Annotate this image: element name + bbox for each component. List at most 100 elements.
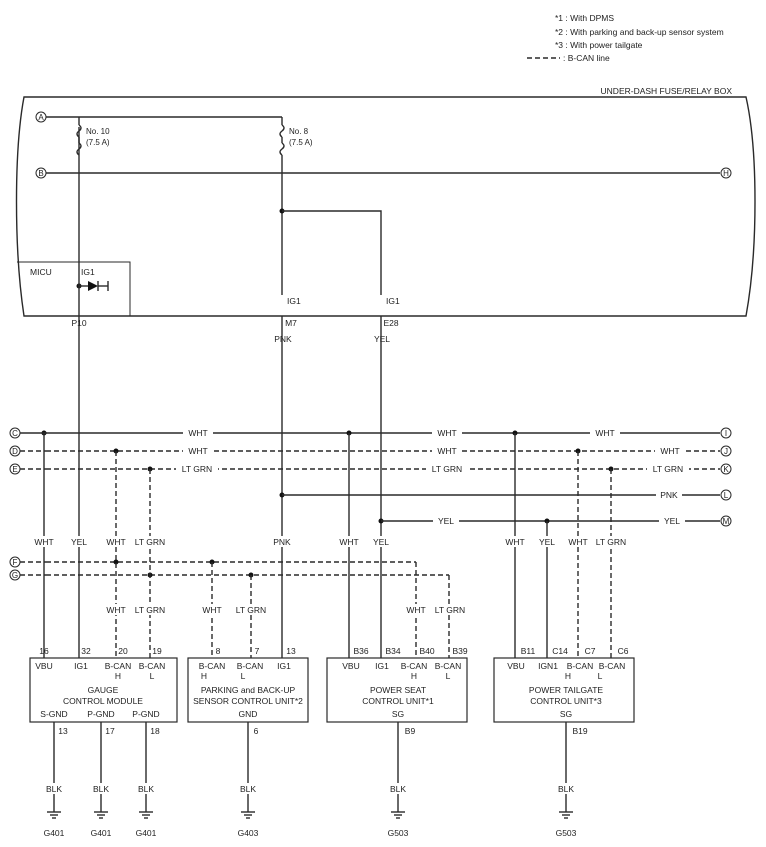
bus-d-label-3: WHT (660, 446, 679, 456)
wlabel-gauge-canh: WHT (106, 537, 125, 547)
svg-text:M: M (723, 517, 730, 526)
power-tailgate-unit: B11 C14 C7 C6 VBU IGN1 B-CAN B-CAN H L P… (493, 646, 635, 723)
connector-l: L (720, 489, 732, 501)
wlabel-parking-canl: LT GRN (236, 605, 266, 615)
power-seat-unit: B36 B34 B40 B39 VBU IG1 B-CAN B-CAN H L … (326, 646, 468, 723)
yel-m-label-1: YEL (438, 516, 454, 526)
pin-e28: E28 (383, 318, 398, 328)
ground-g503-2: G503 (556, 828, 577, 838)
svg-text:I: I (725, 429, 727, 438)
tailgate-gnd-pin-b19: B19 (572, 726, 587, 736)
seat-l: L (446, 671, 451, 681)
note-bcan: : B-CAN line (563, 53, 610, 63)
gauge-pgnd-1: P-GND (87, 709, 114, 719)
seat-gnd-pin-b9: B9 (405, 726, 416, 736)
parking-pin-13: 13 (286, 646, 296, 656)
bus-c-label-1: WHT (188, 428, 207, 438)
gauge-box (29, 657, 178, 723)
wlabel-tailgate-ign1: YEL (539, 537, 555, 547)
wire-yel-e28: YEL (374, 334, 390, 344)
gauge-gnd-pin-18: 18 (150, 726, 160, 736)
connector-k: K (720, 463, 732, 475)
yel-m-label-2: YEL (664, 516, 680, 526)
seat-bcan-h: B-CAN (401, 661, 427, 671)
gauge-gnd1-blk: BLK (46, 784, 62, 794)
gauge-gnd-pin-17: 17 (105, 726, 115, 736)
gauge-gnd2-blk: BLK (93, 784, 109, 794)
fuse-relay-box: UNDER-DASH FUSE/RELAY BOX No. 10 (7.5 A)… (15, 86, 756, 317)
fuse-box-outline (15, 96, 756, 317)
bus-c-label-2: WHT (437, 428, 456, 438)
wlabel-gauge-canh-2: WHT (106, 605, 125, 615)
gauge-control-module: 16 32 20 19 VBU IG1 B-CAN B-CAN H L GAUG… (29, 646, 178, 723)
tailgate-h: H (565, 671, 571, 681)
gauge-bcan-h: B-CAN (105, 661, 131, 671)
parking-sensor-unit: 8 7 13 B-CAN B-CAN IG1 H L PARKING and B… (187, 646, 309, 723)
seat-bcan-l: B-CAN (435, 661, 461, 671)
parking-name-1: PARKING and BACK-UP (201, 685, 296, 695)
ground-g503-1: G503 (388, 828, 409, 838)
svg-text:K: K (723, 465, 729, 474)
wlabel-gauge-canl-2: LT GRN (135, 605, 165, 615)
parking-gnd-pin-6: 6 (254, 726, 259, 736)
parking-pin-7: 7 (255, 646, 260, 656)
connector-f: F (9, 556, 21, 568)
note-dpms: *1 : With DPMS (555, 13, 614, 23)
note-tailgate: *3 : With power tailgate (555, 40, 643, 50)
ig1-m7-label: IG1 (287, 296, 301, 306)
fuse10-rating: (7.5 A) (86, 138, 110, 147)
seat-name-1: POWER SEAT (370, 685, 426, 695)
svg-text:C: C (12, 429, 18, 438)
wlabel-seat-canh: WHT (406, 605, 425, 615)
diode-icon (88, 281, 98, 291)
svg-text:J: J (724, 447, 728, 456)
parking-bcan-h: B-CAN (199, 661, 225, 671)
connector-d: D (9, 445, 21, 457)
tailgate-name-2: CONTROL UNIT*3 (530, 696, 602, 706)
gauge-name-1: GAUGE (88, 685, 119, 695)
seat-pin-b34: B34 (385, 646, 400, 656)
seat-pin-b36: B36 (353, 646, 368, 656)
tailgate-bcan-h: B-CAN (567, 661, 593, 671)
vertical-wire-labels-lower: WHT LT GRN WHT LT GRN WHT LT GRN (103, 604, 469, 615)
tailgate-box (493, 657, 635, 723)
fuse8-name: No. 8 (289, 127, 309, 136)
gauge-pin-16: 16 (39, 646, 49, 656)
svg-text:H: H (723, 169, 729, 178)
gauge-bcan-l: B-CAN (139, 661, 165, 671)
wlabel-tailgate-canl: LT GRN (596, 537, 626, 547)
connector-c: C (9, 427, 21, 439)
ground-wires: 13 BLK 17 BLK 18 BLK 6 BLK B9 BLK B19 BL… (44, 722, 588, 812)
ground-symbols (47, 811, 573, 819)
ground-g401-1: G401 (44, 828, 65, 838)
vertical-wire-labels-upper: WHT YEL WHT LT GRN PNK WHT YEL WHT YEL W… (31, 536, 630, 547)
parking-bcan-l: B-CAN (237, 661, 263, 671)
ground-icon (241, 811, 255, 819)
seat-gnd-blk: BLK (390, 784, 406, 794)
seat-ig1: IG1 (375, 661, 389, 671)
connector-m: M (720, 515, 732, 527)
tailgate-gnd-blk: BLK (558, 784, 574, 794)
seat-vbu: VBU (342, 661, 359, 671)
connector-j: J (720, 445, 732, 457)
wlabel-seat-ig1: YEL (373, 537, 389, 547)
parking-l: L (241, 671, 246, 681)
parking-name-2: SENSOR CONTROL UNIT*2 (193, 696, 303, 706)
pin-m7: M7 (285, 318, 297, 328)
bus-d-label-1: WHT (188, 446, 207, 456)
gauge-gnd-pin-13: 13 (58, 726, 68, 736)
tailgate-ign1: IGN1 (538, 661, 558, 671)
ground-icon (391, 811, 405, 819)
gauge-sgnd: S-GND (40, 709, 67, 719)
tailgate-name-1: POWER TAILGATE (529, 685, 603, 695)
parking-box (187, 657, 309, 723)
bus-e-label-2: LT GRN (432, 464, 462, 474)
wlabel-seat-canl: LT GRN (435, 605, 465, 615)
tailgate-bcan-l: B-CAN (599, 661, 625, 671)
connector-i: I (720, 427, 732, 439)
tailgate-vbu: VBU (507, 661, 524, 671)
tailgate-pin-c6: C6 (618, 646, 629, 656)
bus-d-label-2: WHT (437, 446, 456, 456)
parking-gnd: GND (239, 709, 258, 719)
tailgate-sg: SG (560, 709, 572, 719)
